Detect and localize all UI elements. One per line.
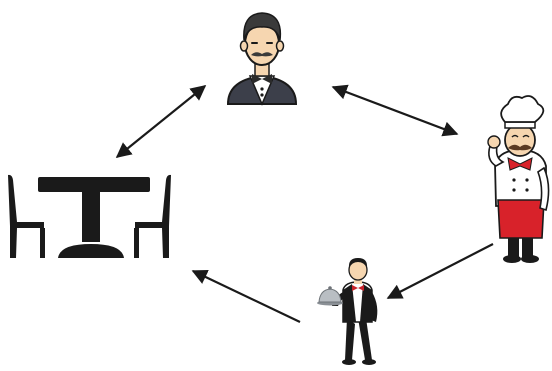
arrow-chef-waiter	[386, 243, 494, 299]
arrow-headwaiter-table	[115, 85, 207, 158]
table-with-chairs-icon	[8, 174, 171, 258]
arrows	[115, 84, 494, 323]
arrow-headwaiter-chef	[331, 84, 459, 137]
head-waiter-icon	[226, 12, 298, 106]
arrow-waiter-table	[191, 270, 301, 323]
chef-icon	[487, 95, 550, 263]
waiter-with-cloche-icon	[317, 258, 378, 365]
